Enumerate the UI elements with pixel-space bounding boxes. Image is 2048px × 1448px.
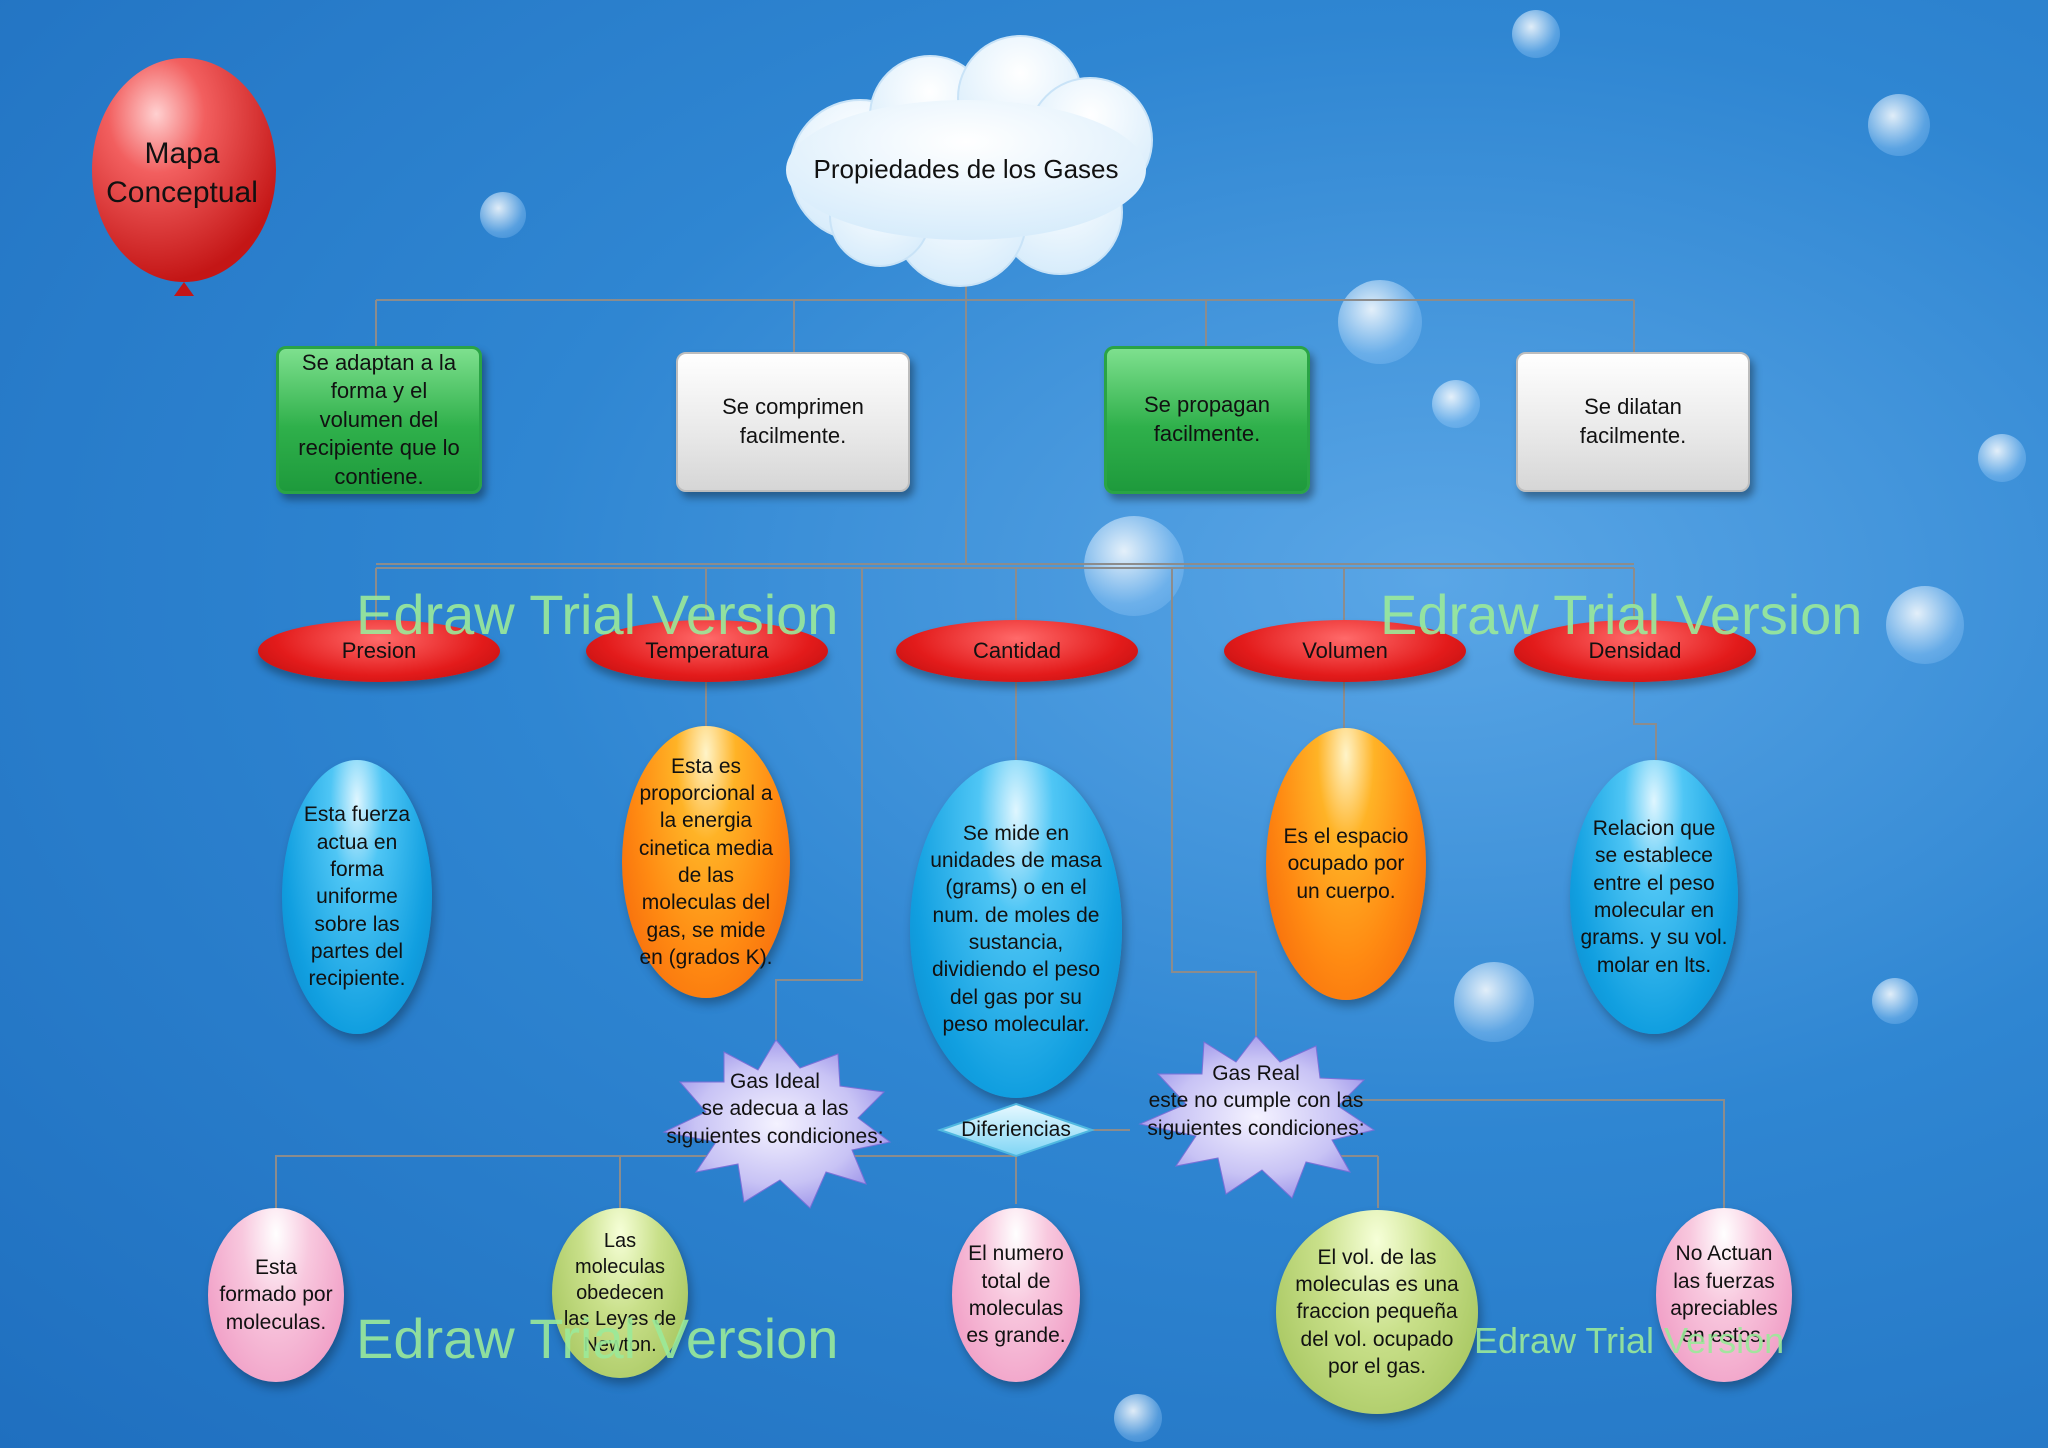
gas-ideal-label[interactable]: Gas Ideal se adecua a las siguientes con… [666, 1070, 884, 1148]
property-box[interactable]: Se adaptan a la forma y el volumen del r… [276, 346, 482, 494]
decorative-bubble [1886, 586, 1964, 664]
property-box[interactable]: Se propagan facilmente. [1104, 346, 1310, 494]
property-box[interactable]: Se comprimen facilmente. [676, 352, 910, 492]
watermark: Edraw Trial Version [1474, 1320, 1785, 1361]
decorative-bubble [1978, 434, 2026, 482]
condition-ideal[interactable]: Las moleculas obedecen las Leyes de Newt… [552, 1208, 688, 1378]
decorative-bubble [1512, 10, 1560, 58]
decorative-bubble [1432, 380, 1480, 428]
diferencias-label[interactable]: Diferiencias [961, 1118, 1071, 1142]
definition-presion[interactable]: Esta fuerza actua en forma uniforme sobr… [282, 760, 432, 1034]
definition-cantidad[interactable]: Se mide en unidades de masa (grams) o en… [910, 760, 1122, 1098]
variable-densidad[interactable]: Densidad [1514, 620, 1756, 682]
decorative-bubble [1338, 280, 1422, 364]
condition-real[interactable]: No Actuan las fuerzas apreciables en est… [1656, 1208, 1792, 1382]
decorative-bubble [1868, 94, 1930, 156]
variable-temperatura[interactable]: Temperatura [586, 620, 828, 682]
central-topic[interactable]: Propiedades de los Gases [813, 154, 1119, 185]
decorative-bubble [1872, 978, 1918, 1024]
condition-real[interactable]: El vol. de las moleculas es una fraccion… [1276, 1210, 1478, 1414]
watermark: Edraw Trial Version [356, 1307, 839, 1370]
watermark: Edraw Trial Version [356, 583, 839, 646]
watermark: Edraw Trial Version [1380, 583, 1863, 646]
property-box[interactable]: Se dilatan facilmente. [1516, 352, 1750, 492]
variable-cantidad[interactable]: Cantidad [896, 620, 1138, 682]
definition-temperatura[interactable]: Esta es proporcional a la energia cineti… [622, 726, 790, 998]
decorative-bubble [1454, 962, 1534, 1042]
condition-ideal[interactable]: Esta formado por moleculas. [208, 1208, 344, 1382]
decorative-bubble [1114, 1394, 1162, 1442]
decorative-bubble [480, 192, 526, 238]
gas-real-label[interactable]: Gas Real este no cumple con las siguient… [1147, 1062, 1365, 1140]
decorative-bubble [1084, 516, 1184, 616]
variable-volumen[interactable]: Volumen [1224, 620, 1466, 682]
variable-presion[interactable]: Presion [258, 620, 500, 682]
balloon-title: Mapa Conceptual [106, 137, 258, 209]
definition-densidad[interactable]: Relacion que se establece entre el peso … [1570, 760, 1738, 1034]
condition-ideal[interactable]: El numero total de moleculas es grande. [952, 1208, 1080, 1382]
definition-volumen[interactable]: Es el espacio ocupado por un cuerpo. [1266, 728, 1426, 1000]
